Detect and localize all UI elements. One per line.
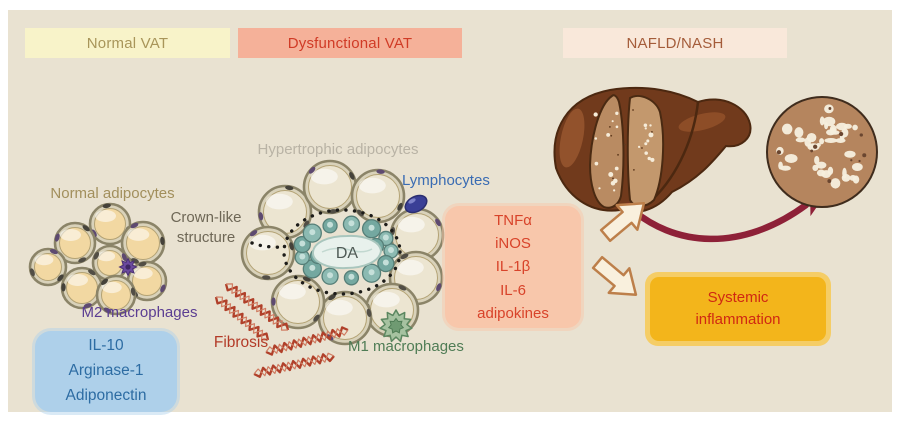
- stage-header-nafld-nash-label: NAFLD/NASH: [626, 34, 724, 52]
- m1-macrophage-icon: [379, 309, 413, 343]
- systemic-inflammation-box-inner: Systemic inflammation: [650, 277, 826, 341]
- liver-histology-inset: [766, 96, 878, 208]
- systemic-inflammation-box: Systemic inflammation: [645, 272, 831, 346]
- crown-like-structure-label: Crown-like structure: [170, 209, 242, 246]
- liver-cut-face-right: [626, 94, 665, 207]
- m2-macrophage-icon: [118, 257, 138, 277]
- dead-adipocyte: DA: [312, 234, 383, 270]
- crown-like-structure-dotted-outline: [250, 208, 402, 296]
- stage-header-dysfunctional-vat: Dysfunctional VAT: [238, 28, 462, 58]
- m2-macrophages-label: M2 macrophages: [81, 304, 198, 321]
- dead-adipocyte-abbr: DA: [336, 245, 359, 262]
- m2-secretions-box: IL-10 Arginase-1 Adiponectin: [35, 331, 177, 412]
- stage-header-normal-vat: Normal VAT: [25, 28, 230, 58]
- liver-illustration: [553, 86, 752, 214]
- cytokine-item: TNFα: [494, 211, 532, 229]
- stage-header-nafld-nash: NAFLD/NASH: [563, 28, 787, 58]
- block-arrow-to-liver: [599, 202, 646, 243]
- lymphocytes-label: Lymphocytes: [402, 172, 490, 189]
- fibrosis-strands: [214, 283, 349, 378]
- secretion-item: IL-10: [88, 337, 124, 355]
- cytokine-item: IL-1β: [495, 258, 531, 276]
- hypertrophic-adipocytes-label: Hypertrophic adipocytes: [257, 141, 419, 158]
- m1-macrophages-label: M1 macrophages: [348, 338, 464, 355]
- cytokine-item: iNOS: [495, 235, 531, 253]
- block-arrow-to-inflammation: [591, 255, 638, 296]
- cytokine-item: adipokines: [477, 304, 549, 322]
- systemic-inflammation-label: Systemic inflammation: [695, 289, 781, 328]
- normal-adipocyte-cluster: [28, 202, 168, 316]
- cytokine-item: IL-6: [500, 281, 526, 299]
- secretion-item: Adiponectin: [65, 386, 147, 404]
- fibrosis-label: Fibrosis: [213, 334, 269, 351]
- stage-header-normal-vat-label: Normal VAT: [86, 34, 169, 52]
- secretion-item: Arginase-1: [68, 362, 144, 380]
- stage-header-dysfunctional-vat-label: Dysfunctional VAT: [287, 34, 413, 52]
- normal-adipocytes-label: Normal adipocytes: [50, 185, 175, 202]
- lymphocyte-icon: [404, 194, 428, 214]
- inflammatory-cytokines-box: TNFα iNOS IL-1β IL-6 adipokines: [445, 206, 581, 328]
